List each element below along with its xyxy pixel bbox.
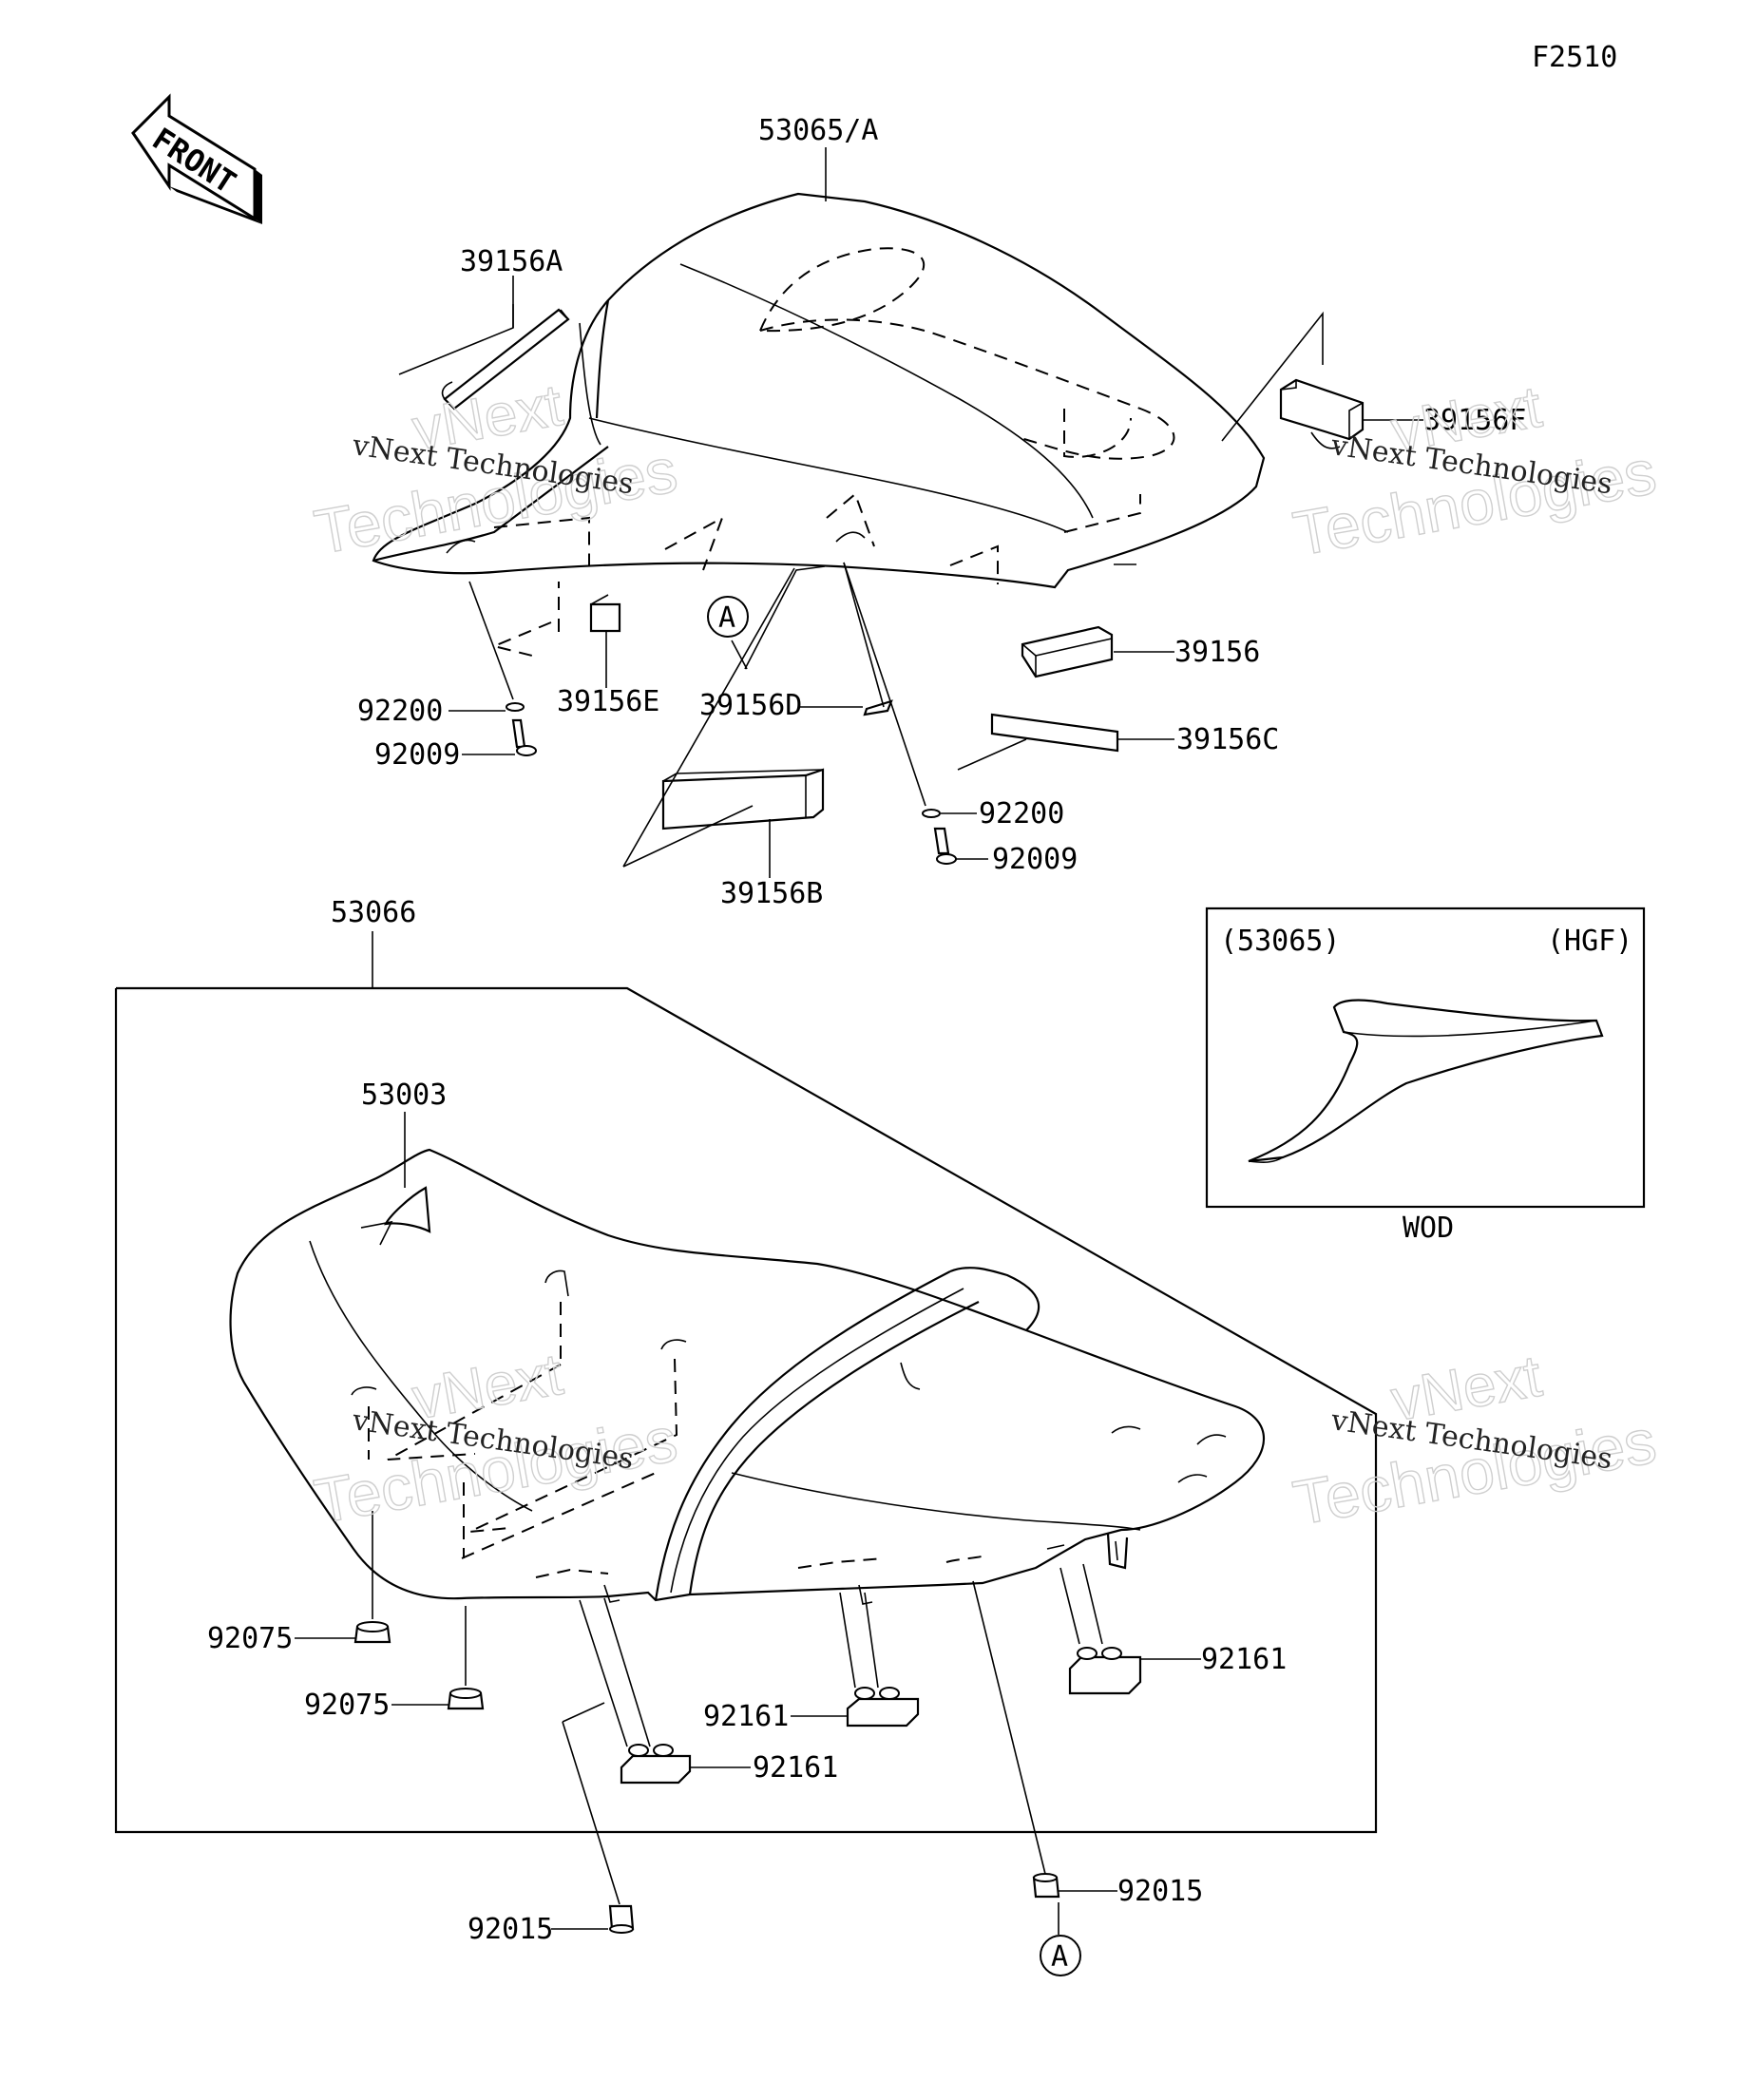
label-53065A: 53065/A: [758, 114, 878, 147]
bolt-92009-left: [511, 718, 537, 756]
label-39156B: 39156B: [720, 877, 823, 910]
label-92161-b: 92161: [703, 1700, 789, 1733]
label-39156: 39156: [1174, 636, 1260, 669]
rear-seat-cover-53065A: [372, 192, 1266, 657]
reference-marker-upper-label: A: [718, 601, 735, 635]
reference-marker-lower-label: A: [1051, 1940, 1068, 1974]
pad-39156B: [661, 768, 825, 830]
clip-92161-a: [1059, 1563, 1142, 1695]
pad-39156E: [589, 594, 621, 633]
inset-left-label: (53065): [1220, 925, 1340, 958]
label-92015-left: 92015: [468, 1913, 553, 1946]
collar-92015-left: [608, 1904, 635, 1934]
pad-39156: [1021, 625, 1114, 678]
label-39156E: 39156E: [557, 685, 659, 718]
label-92009-left: 92009: [374, 738, 460, 772]
grommet-92075-b: [447, 1688, 485, 1710]
bolt-92009-right: [933, 827, 957, 865]
washer-92200-left: [506, 702, 525, 712]
label-92161-c: 92161: [753, 1751, 838, 1785]
label-92200-right: 92200: [979, 797, 1064, 830]
pad-39156C: [990, 713, 1119, 753]
pad-39156A: [441, 308, 570, 410]
inset-seat-cowl: [1248, 999, 1604, 1163]
front-seat-53066: [229, 1148, 1266, 1605]
collar-92015-right: [1032, 1873, 1060, 1899]
label-39156A: 39156A: [460, 245, 563, 278]
label-53003: 53003: [361, 1079, 447, 1112]
inset-caption: WOD: [1403, 1212, 1454, 1245]
pad-39156F: [1279, 378, 1365, 449]
grommet-92075-a: [353, 1621, 391, 1644]
pad-39156D: [863, 699, 893, 716]
group-frame-53066: [116, 986, 1378, 1834]
label-53066: 53066: [331, 896, 416, 929]
label-92161-a: 92161: [1201, 1643, 1287, 1676]
inset-right-label: (HGF): [1547, 925, 1632, 958]
figure-code: F2510: [1532, 41, 1617, 74]
reference-marker-lower: [1040, 1935, 1081, 1976]
label-39156C: 39156C: [1176, 723, 1279, 756]
clip-92161-c: [579, 1597, 692, 1785]
inset-frame: [1205, 907, 1646, 1209]
clip-92161-b: [839, 1592, 920, 1728]
label-92075-a: 92075: [207, 1622, 293, 1655]
label-92009-right: 92009: [992, 843, 1078, 876]
washer-92200-right: [922, 809, 941, 818]
reference-marker-upper: [707, 596, 749, 638]
label-92015-right: 92015: [1117, 1875, 1203, 1908]
front-arrow-icon: FRONT: [131, 93, 262, 224]
label-92075-b: 92075: [304, 1689, 390, 1722]
label-39156F: 39156F: [1423, 404, 1526, 437]
label-92200-left: 92200: [357, 695, 443, 728]
